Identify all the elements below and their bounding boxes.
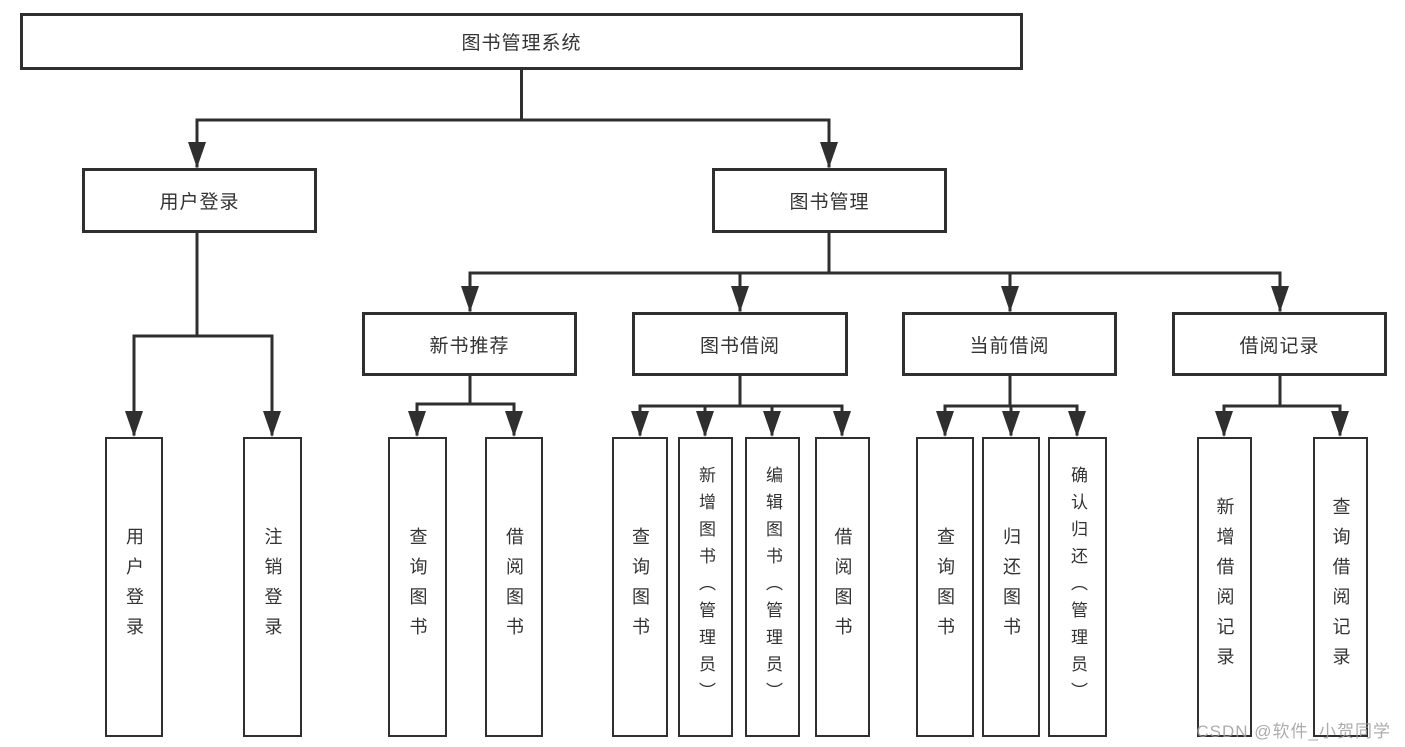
node-root-library-system: 图书管理系统 [20, 13, 1023, 70]
leaf-label: 用户登录 [124, 527, 144, 647]
node-leaf-borrow-books-1: 借阅图书 [485, 437, 543, 737]
leaf-label: 借阅图书 [504, 527, 524, 647]
leaf-label: 借阅图书 [832, 527, 853, 647]
node-leaf-return-books: 归还图书 [982, 437, 1040, 737]
node-leaf-query-borrow-record: 查询借阅记录 [1313, 437, 1368, 737]
leaf-label: 查询借阅记录 [1330, 497, 1351, 677]
node-leaf-confirm-return-admin: 确认归还（管理员） [1048, 437, 1107, 737]
node-new-book-recommend: 新书推荐 [362, 312, 577, 376]
node-current-borrow: 当前借阅 [902, 312, 1117, 376]
node-book-borrow: 图书借阅 [632, 312, 848, 376]
leaf-label: 新增图书（管理员） [696, 465, 715, 709]
leaf-label: 归还图书 [1001, 527, 1021, 647]
node-leaf-add-borrow-record: 新增借阅记录 [1197, 437, 1252, 737]
leaf-label: 确认归还（管理员） [1068, 465, 1087, 709]
leaf-label: 查询图书 [935, 527, 955, 647]
node-leaf-edit-books-admin: 编辑图书（管理员） [745, 437, 800, 737]
node-book-management-branch: 图书管理 [712, 168, 947, 233]
arrowheads [125, 142, 1349, 437]
leaf-label: 注销登录 [262, 527, 283, 647]
node-borrow-record: 借阅记录 [1172, 312, 1387, 376]
node-leaf-user-login: 用户登录 [105, 437, 163, 737]
leaf-label: 新增借阅记录 [1214, 497, 1235, 677]
csdn-watermark: CSDN @软件_小贺同学 [1196, 722, 1391, 741]
leaf-label: 查询图书 [630, 527, 650, 647]
node-leaf-query-books-3: 查询图书 [916, 437, 974, 737]
node-leaf-add-books-admin: 新增图书（管理员） [678, 437, 733, 737]
node-leaf-logout: 注销登录 [243, 437, 302, 737]
node-user-login-branch: 用户登录 [82, 168, 317, 233]
leaf-label: 编辑图书（管理员） [763, 465, 782, 709]
leaf-label: 查询图书 [407, 527, 428, 647]
node-leaf-query-books-1: 查询图书 [388, 437, 447, 737]
node-leaf-borrow-books-2: 借阅图书 [815, 437, 870, 737]
node-leaf-query-books-2: 查询图书 [612, 437, 668, 737]
